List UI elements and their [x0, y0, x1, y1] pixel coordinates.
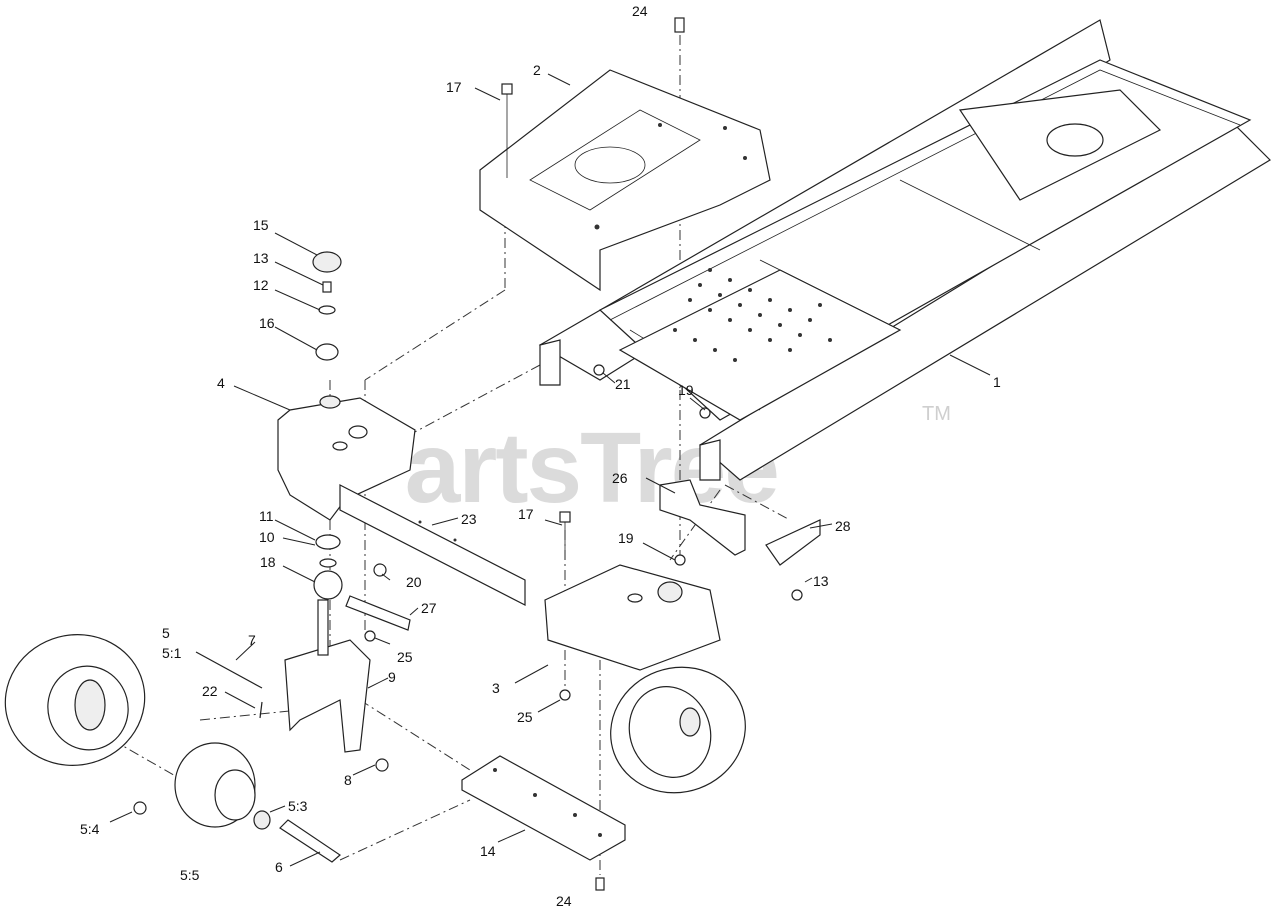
callout-17-a: 17: [446, 79, 462, 95]
bolt-24b: [595, 877, 605, 891]
callout-12: 12: [253, 277, 269, 293]
spacer-6: [279, 819, 341, 863]
callout-21: 21: [615, 376, 631, 392]
callout-20: 20: [406, 574, 422, 590]
callout-14: 14: [480, 843, 496, 859]
callout-13-b: 13: [813, 573, 829, 589]
callout-6: 6: [275, 859, 283, 875]
callout-25-b: 25: [517, 709, 533, 725]
callout-26: 26: [612, 470, 628, 486]
bolt-13b: [791, 589, 803, 601]
bracket-28: [765, 519, 821, 566]
callout-22: 22: [202, 683, 218, 699]
callout-10: 10: [259, 529, 275, 545]
callout-2: 2: [533, 62, 541, 78]
tire-part-5: [4, 634, 146, 766]
callout-11: 11: [259, 508, 274, 524]
callout-25-a: 25: [397, 649, 413, 665]
washer-12: [318, 305, 336, 315]
callout-5: 5: [162, 625, 170, 641]
bottom-plate-part-14: [461, 755, 626, 861]
callout-5-5: 5:5: [180, 867, 200, 883]
caster-wheel-right: [610, 666, 746, 794]
bolt-17b: [559, 511, 571, 523]
callout-4: 4: [217, 375, 225, 391]
frame-holes: [673, 268, 832, 362]
callout-16: 16: [259, 315, 275, 331]
washer-10: [319, 558, 337, 568]
pin-22: [259, 701, 263, 719]
nut-25a: [364, 630, 376, 642]
nut-19a: [699, 407, 711, 419]
callout-27: 27: [421, 600, 437, 616]
callout-23: 23: [461, 511, 477, 527]
callout-labels: 1 2 3 4 5 5:1 5:3 5:4 5:5 6 7 8 9 10 11 …: [80, 3, 1001, 909]
callout-5-1: 5:1: [162, 645, 182, 661]
nut-25b: [559, 689, 571, 701]
nut-20: [373, 563, 387, 577]
watermark-trademark: TM: [922, 403, 951, 425]
callout-19-a: 19: [678, 382, 694, 398]
frame-part-1: [538, 19, 1271, 481]
callout-18: 18: [260, 554, 276, 570]
callout-7: 7: [248, 632, 256, 648]
callout-15: 15: [253, 217, 269, 233]
callout-28: 28: [835, 518, 851, 534]
callout-1: 1: [993, 374, 1001, 390]
nut-21: [593, 364, 605, 376]
callout-9: 9: [388, 669, 396, 685]
callout-5-4: 5:4: [80, 821, 100, 837]
callout-3: 3: [492, 680, 500, 696]
bracket-26: [659, 479, 746, 556]
caster-mount-part-4: [277, 395, 416, 521]
bushing-16: [315, 343, 339, 361]
bolt-13: [322, 281, 332, 293]
sprocket-18: [313, 570, 343, 600]
hardware: [195, 17, 821, 891]
bolt-24a: [674, 17, 685, 33]
bearing-11: [315, 534, 341, 550]
caster-mount-part-3: [544, 564, 721, 671]
cover-plate-part-2: [479, 69, 771, 292]
nut-19b: [674, 554, 686, 566]
axle-7: [195, 651, 263, 689]
tube-part-23: [339, 484, 526, 606]
callout-5-3: 5:3: [288, 798, 308, 814]
callout-24-b: 24: [556, 893, 572, 909]
nut-8: [375, 758, 389, 772]
bracket-27: [345, 595, 411, 631]
callout-13-a: 13: [253, 250, 269, 266]
hub-part-5-3: [133, 742, 271, 830]
callout-17-b: 17: [518, 506, 534, 522]
callout-19-b: 19: [618, 530, 634, 546]
watermark: PartsTree TM: [340, 403, 951, 524]
callout-24-a: 24: [632, 3, 648, 19]
caster-fork-part-9: [284, 599, 371, 753]
bolt-17a: [501, 83, 513, 95]
callout-8: 8: [344, 772, 352, 788]
cap-15: [312, 251, 342, 273]
leader-lines: [109, 73, 991, 867]
